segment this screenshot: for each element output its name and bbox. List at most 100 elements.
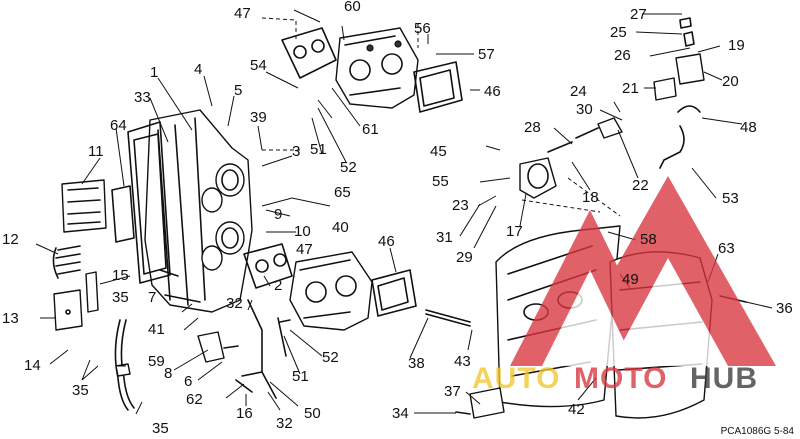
- upper-carb-cover-gasket-drawing: [413, 61, 463, 113]
- part-number-label: 47: [296, 241, 313, 258]
- upper-carburetor-drawing: [335, 27, 419, 109]
- watermark-brand-auto: AUTO: [472, 362, 560, 395]
- part-number-label: 49: [622, 271, 639, 288]
- part-number-label: 54: [250, 57, 267, 74]
- reed-block-drawing: [61, 179, 107, 233]
- part-number-label: 43: [454, 353, 471, 370]
- intake-manifold-drawing: [144, 109, 253, 313]
- part-number-label: 37: [444, 383, 461, 400]
- bracket-34-37-drawing: [455, 387, 505, 419]
- fuel-pump-drawing: [519, 157, 557, 199]
- part-number-label: 41: [148, 321, 165, 338]
- part-number-label: 4: [194, 61, 202, 78]
- part-number-label: 30: [576, 101, 593, 118]
- lower-carburetor-drawing: [289, 251, 373, 331]
- part-number-label: 62: [186, 391, 203, 408]
- part-number-label: 14: [24, 357, 41, 374]
- watermark-brand-moto: MOTO: [574, 362, 667, 395]
- part-number-label: 39: [250, 109, 267, 126]
- leader-lines: [35, 9, 773, 415]
- part-number-label: 56: [414, 20, 431, 37]
- watermark-brand-hub: HUB: [690, 362, 758, 395]
- part-number-label: 35: [72, 382, 89, 399]
- part-number-label: 10: [294, 223, 311, 240]
- primer-solenoid-bracket-drawing: [197, 331, 239, 363]
- part-number-label: 58: [640, 231, 657, 248]
- part-number-label: 17: [506, 223, 523, 240]
- part-number-label: 7: [148, 289, 156, 306]
- part-number-label: 40: [332, 219, 349, 236]
- part-number-label: 21: [622, 80, 639, 97]
- part-number-label: 45: [430, 143, 447, 160]
- part-number-label: 28: [524, 119, 541, 136]
- part-number-label: 12: [2, 231, 19, 248]
- part-number-label: 5: [234, 82, 242, 99]
- part-number-label: 32: [226, 295, 243, 312]
- part-number-label: 34: [392, 405, 409, 422]
- part-number-label: 52: [340, 159, 357, 176]
- part-number-label: 55: [432, 173, 449, 190]
- lower-carb-cover-gasket-drawing: [371, 269, 417, 317]
- part-number-label: 8: [164, 365, 172, 382]
- part-number-label: 23: [452, 197, 469, 214]
- part-number-label: 6: [184, 373, 192, 390]
- part-number-label: 57: [478, 46, 495, 63]
- part-number-label: 25: [610, 24, 627, 41]
- part-number-label: 33: [134, 89, 151, 106]
- manifold-gasket-drawing: [127, 121, 171, 284]
- part-number-label: 63: [718, 240, 735, 257]
- part-number-label: 22: [632, 177, 649, 194]
- part-number-label: 35: [152, 420, 169, 437]
- part-number-label: 52: [322, 349, 339, 366]
- fuel-hose-drawing: [114, 319, 135, 411]
- part-number-label: 19: [728, 37, 745, 54]
- filter-bracket-drawing: [653, 17, 705, 101]
- part-number-label: 51: [292, 368, 309, 385]
- part-number-label: 13: [2, 310, 19, 327]
- part-number-label: 36: [776, 300, 793, 317]
- fuel-filter-drawing: [547, 117, 623, 153]
- part-number-label: 60: [344, 0, 361, 15]
- reed-stop-drawing: [53, 289, 83, 331]
- part-number-label: 24: [570, 83, 587, 100]
- lower-carb-gasket-drawing: [243, 243, 293, 289]
- part-number-label: 20: [722, 73, 739, 90]
- upper-carb-gasket-drawing: [281, 27, 337, 79]
- part-number-label: 2: [274, 277, 282, 294]
- part-number-label: 32: [276, 415, 293, 432]
- part-number-label: 11: [88, 143, 104, 160]
- part-number-label: 1: [150, 64, 158, 81]
- part-number-label: 47: [234, 5, 251, 22]
- part-number-label: 15: [112, 267, 129, 284]
- part-number-label: 9: [274, 206, 282, 223]
- part-number-label: 53: [722, 190, 739, 207]
- throttle-linkage-drawing: [235, 299, 291, 399]
- reed-plate-drawing: [111, 185, 135, 243]
- part-number-label: 3: [292, 143, 300, 160]
- part-number-label: 59: [148, 353, 165, 370]
- part-number-label: 31: [436, 229, 453, 246]
- part-number-label: 27: [630, 6, 647, 23]
- hose-clamp-drawing: [659, 105, 701, 169]
- part-number-label: 46: [484, 83, 501, 100]
- part-number-label: 16: [236, 405, 253, 422]
- part-number-label: 29: [456, 249, 473, 266]
- reed-petals-drawing: [52, 245, 81, 279]
- part-number-label: 42: [568, 401, 585, 418]
- watermark-logo: AUTO MOTO HUB: [472, 176, 776, 395]
- reference-code: PCA1086G 5-84: [720, 426, 794, 437]
- part-number-label: 61: [362, 121, 379, 138]
- part-number-label: 38: [408, 355, 425, 372]
- stud-drawing: [85, 271, 99, 313]
- part-number-label: 51: [310, 141, 327, 158]
- part-number-label: 35: [112, 289, 129, 306]
- part-number-label: 64: [110, 117, 127, 134]
- part-number-label: 46: [378, 233, 395, 250]
- part-number-label: 65: [334, 184, 351, 201]
- part-number-label: 48: [740, 119, 757, 136]
- part-number-label: 18: [582, 189, 599, 206]
- part-number-label: 50: [304, 405, 321, 422]
